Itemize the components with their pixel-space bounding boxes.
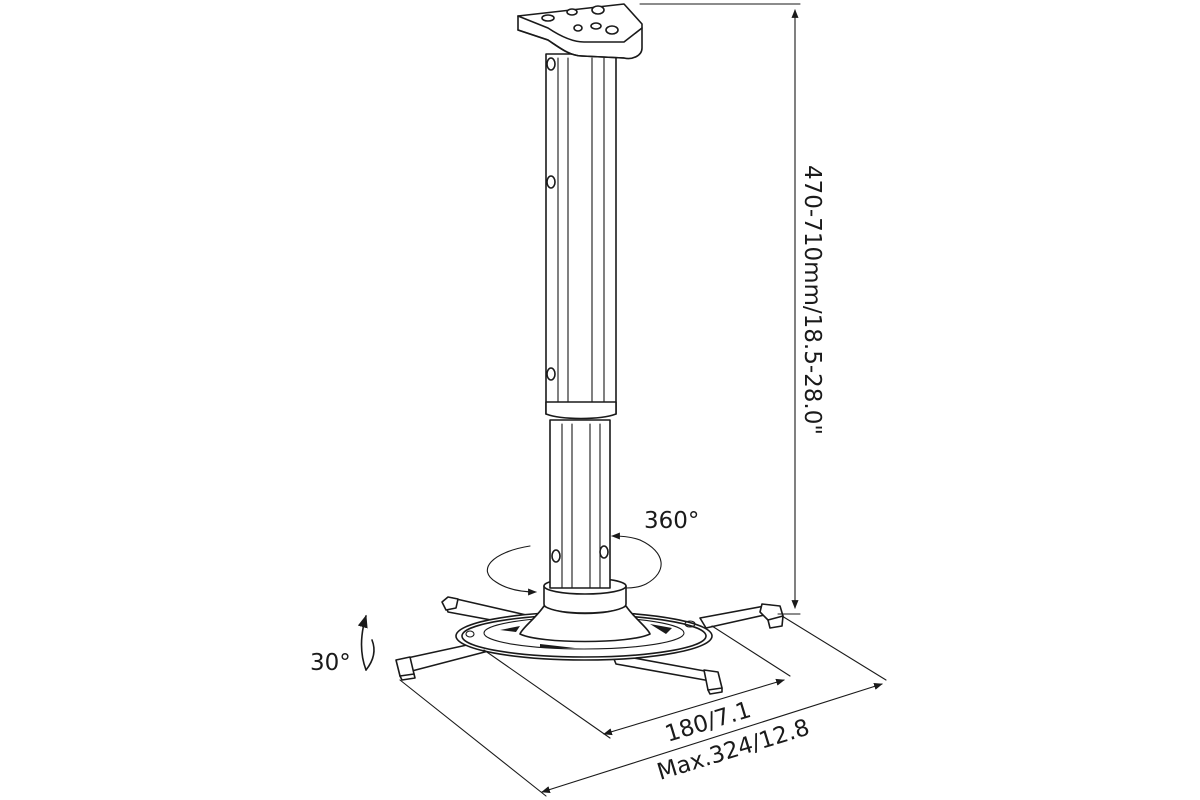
lower-pole <box>549 419 611 589</box>
tilt-label: 30° <box>310 650 351 676</box>
upper-pole <box>545 53 617 420</box>
tilt-indicator: 30° <box>310 614 375 676</box>
rotation-indicator: 360° <box>486 508 699 596</box>
height-dimension-label: 470-710mm/18.5-28.0" <box>799 165 825 435</box>
ceiling-bracket <box>517 3 643 60</box>
rotation-label: 360° <box>644 508 699 534</box>
height-dimension: 470-710mm/18.5-28.0" <box>639 3 825 615</box>
